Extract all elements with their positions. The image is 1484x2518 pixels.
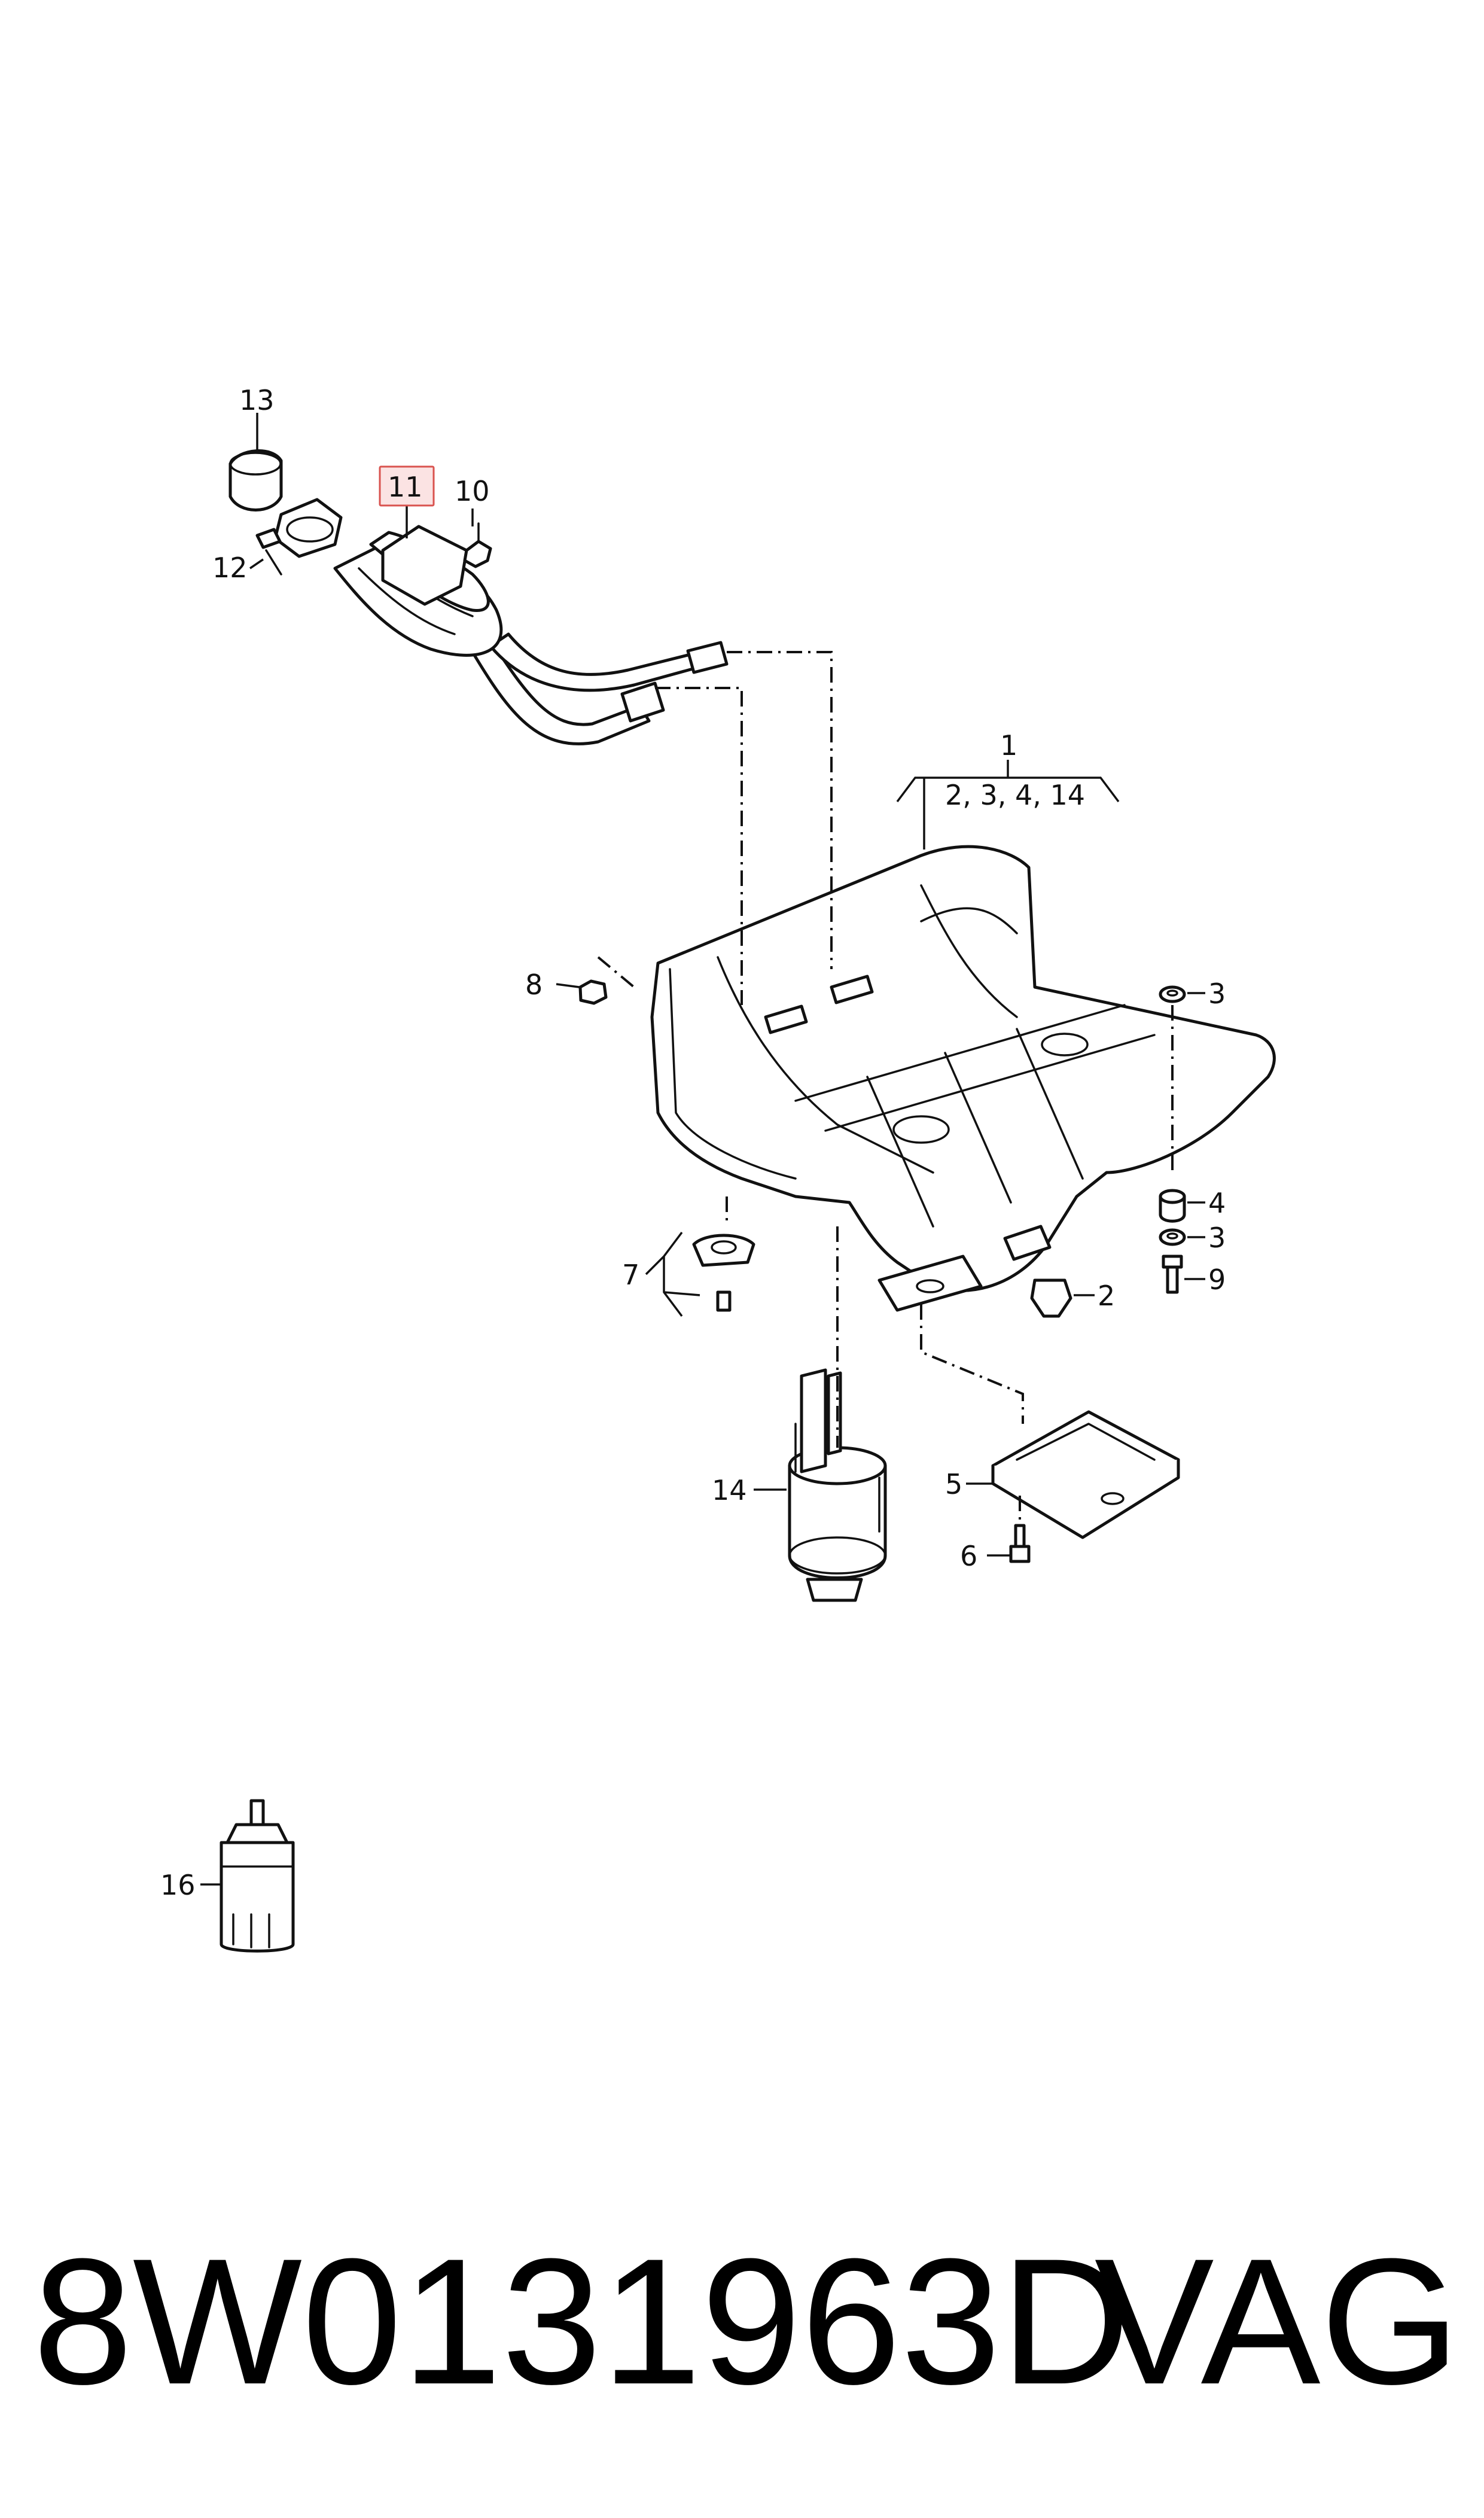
callout-1-bracket	[896, 760, 1120, 850]
callout-14: 14	[712, 1474, 747, 1506]
callout-3a: 3	[1208, 978, 1226, 1010]
bracket-7	[692, 1234, 755, 1312]
callout-7: 7	[622, 1259, 639, 1291]
callout-1-sub: 2, 3, 4, 14	[945, 779, 1085, 811]
assembly-lines	[597, 651, 1174, 1526]
callout-8: 8	[525, 969, 543, 1001]
screw-6	[1009, 1524, 1031, 1563]
control-unit-5	[991, 1410, 1180, 1539]
clip-2	[1030, 1278, 1072, 1318]
bottle-16	[220, 1799, 295, 1953]
callout-4: 4	[1208, 1187, 1226, 1219]
callout-9: 9	[1208, 1263, 1226, 1296]
fuel-tank	[650, 845, 1276, 1312]
callout-7-bracket	[645, 1231, 700, 1317]
callout-5: 5	[945, 1468, 962, 1500]
clip-10	[463, 522, 492, 568]
nut-8	[578, 979, 608, 1005]
callout-11-highlight	[379, 465, 435, 507]
callout-6: 6	[960, 1540, 977, 1572]
fuel-cap-13	[228, 449, 283, 511]
fuel-pump-14	[788, 1368, 887, 1602]
washer-3-top	[1159, 985, 1186, 1003]
callout-11: 11	[388, 471, 423, 503]
brand-label: VAG	[1094, 2221, 1460, 2422]
leader-lines	[200, 413, 1205, 1886]
callout-13: 13	[239, 384, 275, 416]
callout-16: 16	[160, 1869, 196, 1901]
part-footer: 8W0131963D VAG	[0, 2213, 1484, 2429]
callout-10: 10	[455, 475, 490, 507]
filler-neck	[255, 498, 729, 745]
callout-2: 2	[1098, 1280, 1115, 1312]
callout-3b: 3	[1208, 1222, 1226, 1254]
washer-3-lower	[1159, 1228, 1186, 1246]
bolt-9	[1162, 1255, 1183, 1294]
part-number: 8W0131963D	[33, 2221, 1130, 2422]
callout-12: 12	[212, 552, 248, 584]
grommet-4	[1159, 1189, 1186, 1223]
callout-1: 1	[1000, 729, 1017, 762]
